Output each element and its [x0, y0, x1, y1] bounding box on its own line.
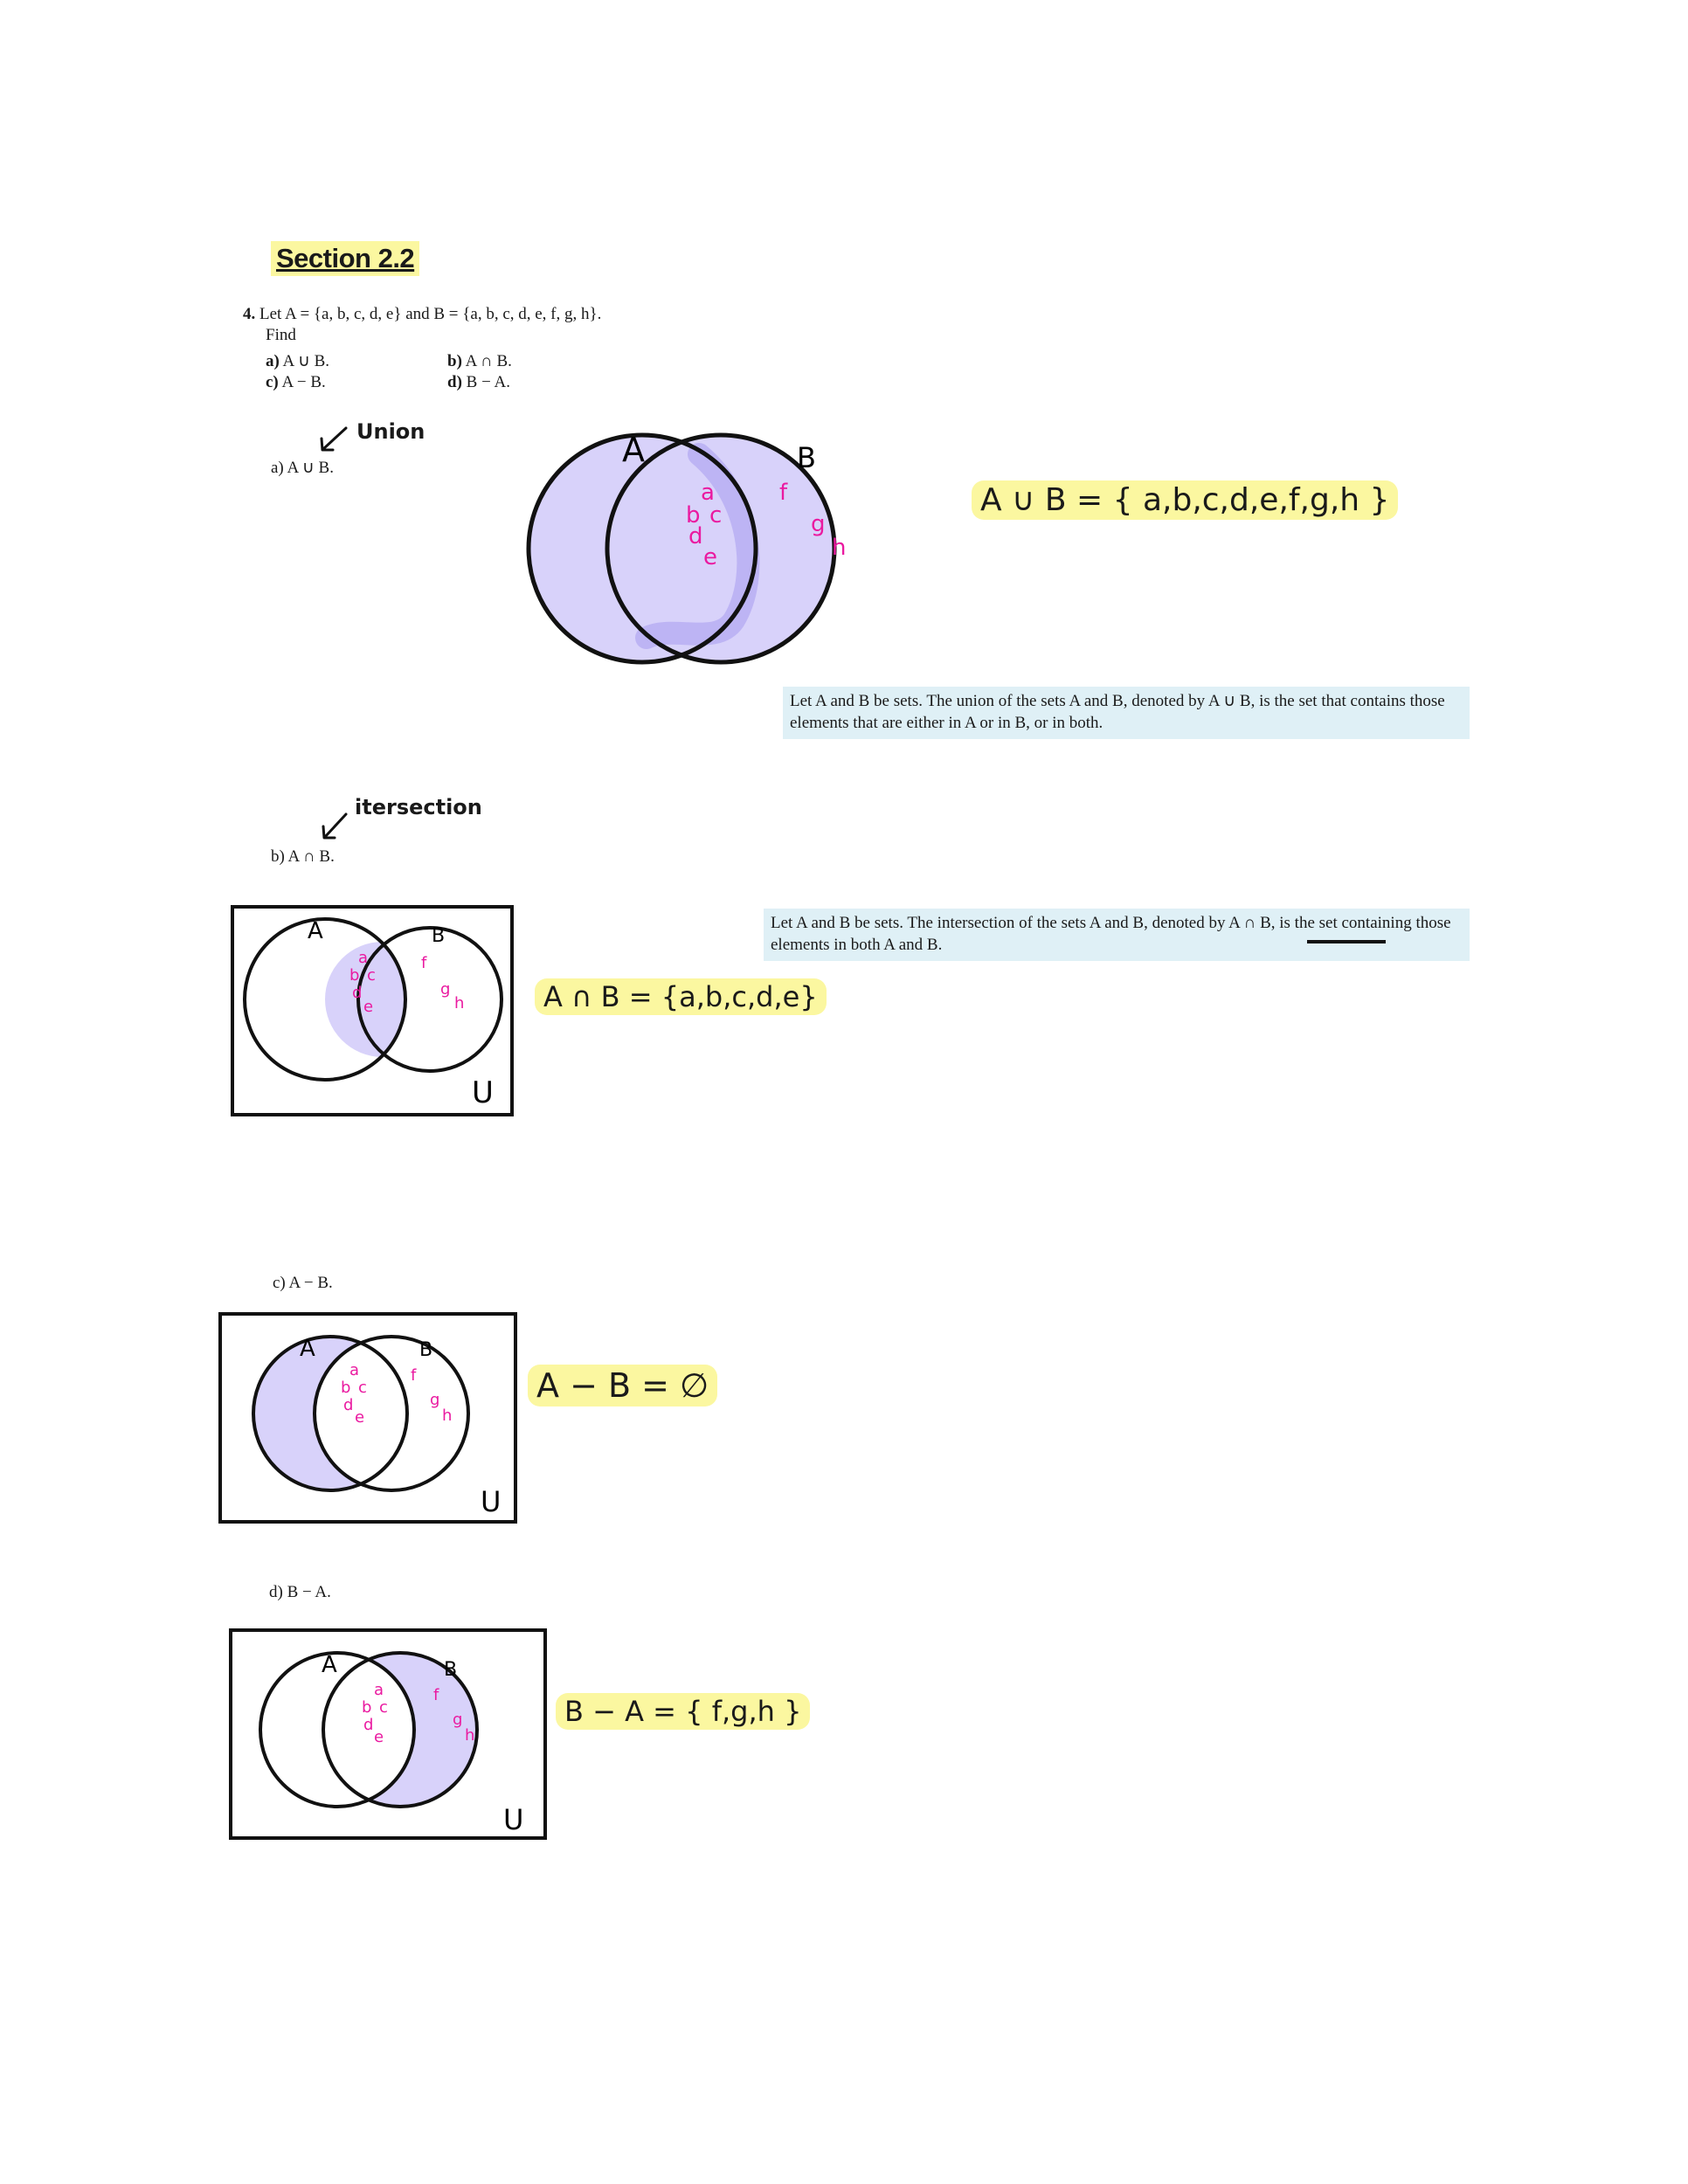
intersection-note: itersection — [355, 795, 482, 819]
universe-label: U — [503, 1803, 523, 1836]
difference-b-a-answer: B − A = { f,g,h } — [556, 1693, 811, 1730]
set-b-label: B — [797, 441, 816, 474]
element-g: g — [811, 511, 826, 537]
element-b: b — [349, 966, 359, 985]
universe-box — [218, 1312, 517, 1524]
element-c: c — [379, 1698, 388, 1717]
set-a-label: A — [622, 431, 645, 469]
set-a-label: A — [300, 1336, 315, 1362]
difference-a-b-answer: A − B = ∅ — [528, 1365, 718, 1406]
intersection-definition: Let A and B be sets. The intersection of… — [764, 909, 1470, 961]
element-b: b — [341, 1379, 350, 1397]
set-b-circle — [605, 432, 837, 665]
union-definition: Let A and B be sets. The union of the se… — [783, 687, 1470, 739]
intersection-fill — [325, 942, 405, 1057]
intersection-answer: A ∩ B = {a,b,c,d,e} — [535, 978, 827, 1015]
element-a: a — [349, 1361, 359, 1379]
set-a-circle — [526, 432, 758, 665]
element-f: f — [421, 954, 427, 972]
element-h: h — [454, 994, 464, 1013]
problem-parts: a) A ∪ B. b) A ∩ B. c) A − B. d) B − A. — [266, 351, 580, 393]
underline-mark — [1307, 940, 1386, 943]
element-a: a — [358, 949, 368, 967]
element-g: g — [453, 1711, 462, 1729]
arrow-icon — [320, 426, 348, 452]
element-d: d — [343, 1396, 353, 1414]
element-g: g — [440, 980, 450, 999]
set-b-circle — [356, 926, 503, 1073]
part-expr: A − B. — [281, 373, 326, 391]
part-expr: A ∪ B. — [282, 352, 330, 370]
element-f: f — [411, 1366, 417, 1385]
set-b-label: B — [419, 1339, 432, 1361]
union-answer: A ∪ B = { a,b,c,d,e,f,g,h } — [972, 480, 1399, 520]
universe-box — [231, 905, 514, 1116]
set-b-fill — [607, 435, 834, 662]
element-c: c — [358, 1379, 367, 1397]
element-f: f — [433, 1686, 439, 1704]
set-a-circle — [259, 1651, 416, 1808]
part-expr: B − A. — [466, 373, 510, 391]
element-e: e — [355, 1408, 364, 1427]
universe-label: U — [472, 1075, 494, 1110]
element-b: b — [362, 1698, 371, 1717]
a-minus-b-fill — [253, 1337, 407, 1490]
element-c: c — [367, 966, 376, 985]
problem-number: 4. — [243, 305, 256, 323]
part-b-heading: b) A ∩ B. — [271, 847, 335, 866]
section-title: Section 2.2 — [271, 241, 420, 276]
universe-box — [229, 1628, 547, 1840]
part-label: a) — [266, 352, 280, 370]
set-a-circle — [252, 1335, 409, 1492]
venn-difference-b-a: A B a b c d e f g h U — [229, 1628, 547, 1840]
part-label: d) — [447, 373, 462, 391]
venn-intersection: A B a b c d e f g h U — [231, 905, 514, 1116]
set-a-label: A — [322, 1652, 337, 1678]
element-e: e — [374, 1728, 384, 1746]
set-b-label: B — [444, 1659, 457, 1681]
union-note: Union — [356, 419, 425, 444]
part-d-heading: d) B − A. — [269, 1583, 331, 1601]
part-label: b) — [447, 352, 462, 370]
element-e: e — [703, 544, 717, 570]
part-label: c) — [266, 373, 279, 391]
universe-label: U — [481, 1485, 501, 1518]
element-c: c — [709, 502, 722, 529]
element-a: a — [701, 480, 715, 506]
element-a: a — [374, 1681, 384, 1699]
element-d: d — [352, 984, 362, 1002]
set-a-circle — [243, 917, 407, 1082]
set-b-circle — [313, 1335, 470, 1492]
element-e: e — [363, 998, 373, 1016]
part-expr: A ∩ B. — [465, 352, 512, 370]
element-d: d — [363, 1716, 373, 1734]
set-b-circle — [322, 1651, 479, 1808]
element-d: d — [688, 523, 703, 549]
problem-find: Find — [266, 326, 296, 344]
problem-statement: Let A = {a, b, c, d, e} and B = {a, b, c… — [259, 305, 602, 323]
venn-union: A B a b c d e f g h — [526, 431, 846, 665]
arrow-icon — [322, 812, 348, 840]
venn-difference-a-b: A B a b c d e f g h U — [218, 1312, 517, 1524]
b-minus-a-fill — [323, 1653, 477, 1807]
element-h: h — [442, 1406, 452, 1425]
element-g: g — [430, 1391, 439, 1409]
set-b-label: B — [432, 925, 445, 947]
set-a-label: A — [308, 918, 323, 944]
problem-block: 4. Let A = {a, b, c, d, e} and B = {a, b… — [243, 304, 732, 346]
element-f: f — [779, 480, 788, 506]
element-h: h — [465, 1726, 474, 1745]
part-a-heading: a) A ∪ B. — [271, 459, 334, 477]
part-c-heading: c) A − B. — [273, 1274, 333, 1292]
element-h: h — [832, 535, 846, 561]
element-b: b — [686, 502, 701, 529]
